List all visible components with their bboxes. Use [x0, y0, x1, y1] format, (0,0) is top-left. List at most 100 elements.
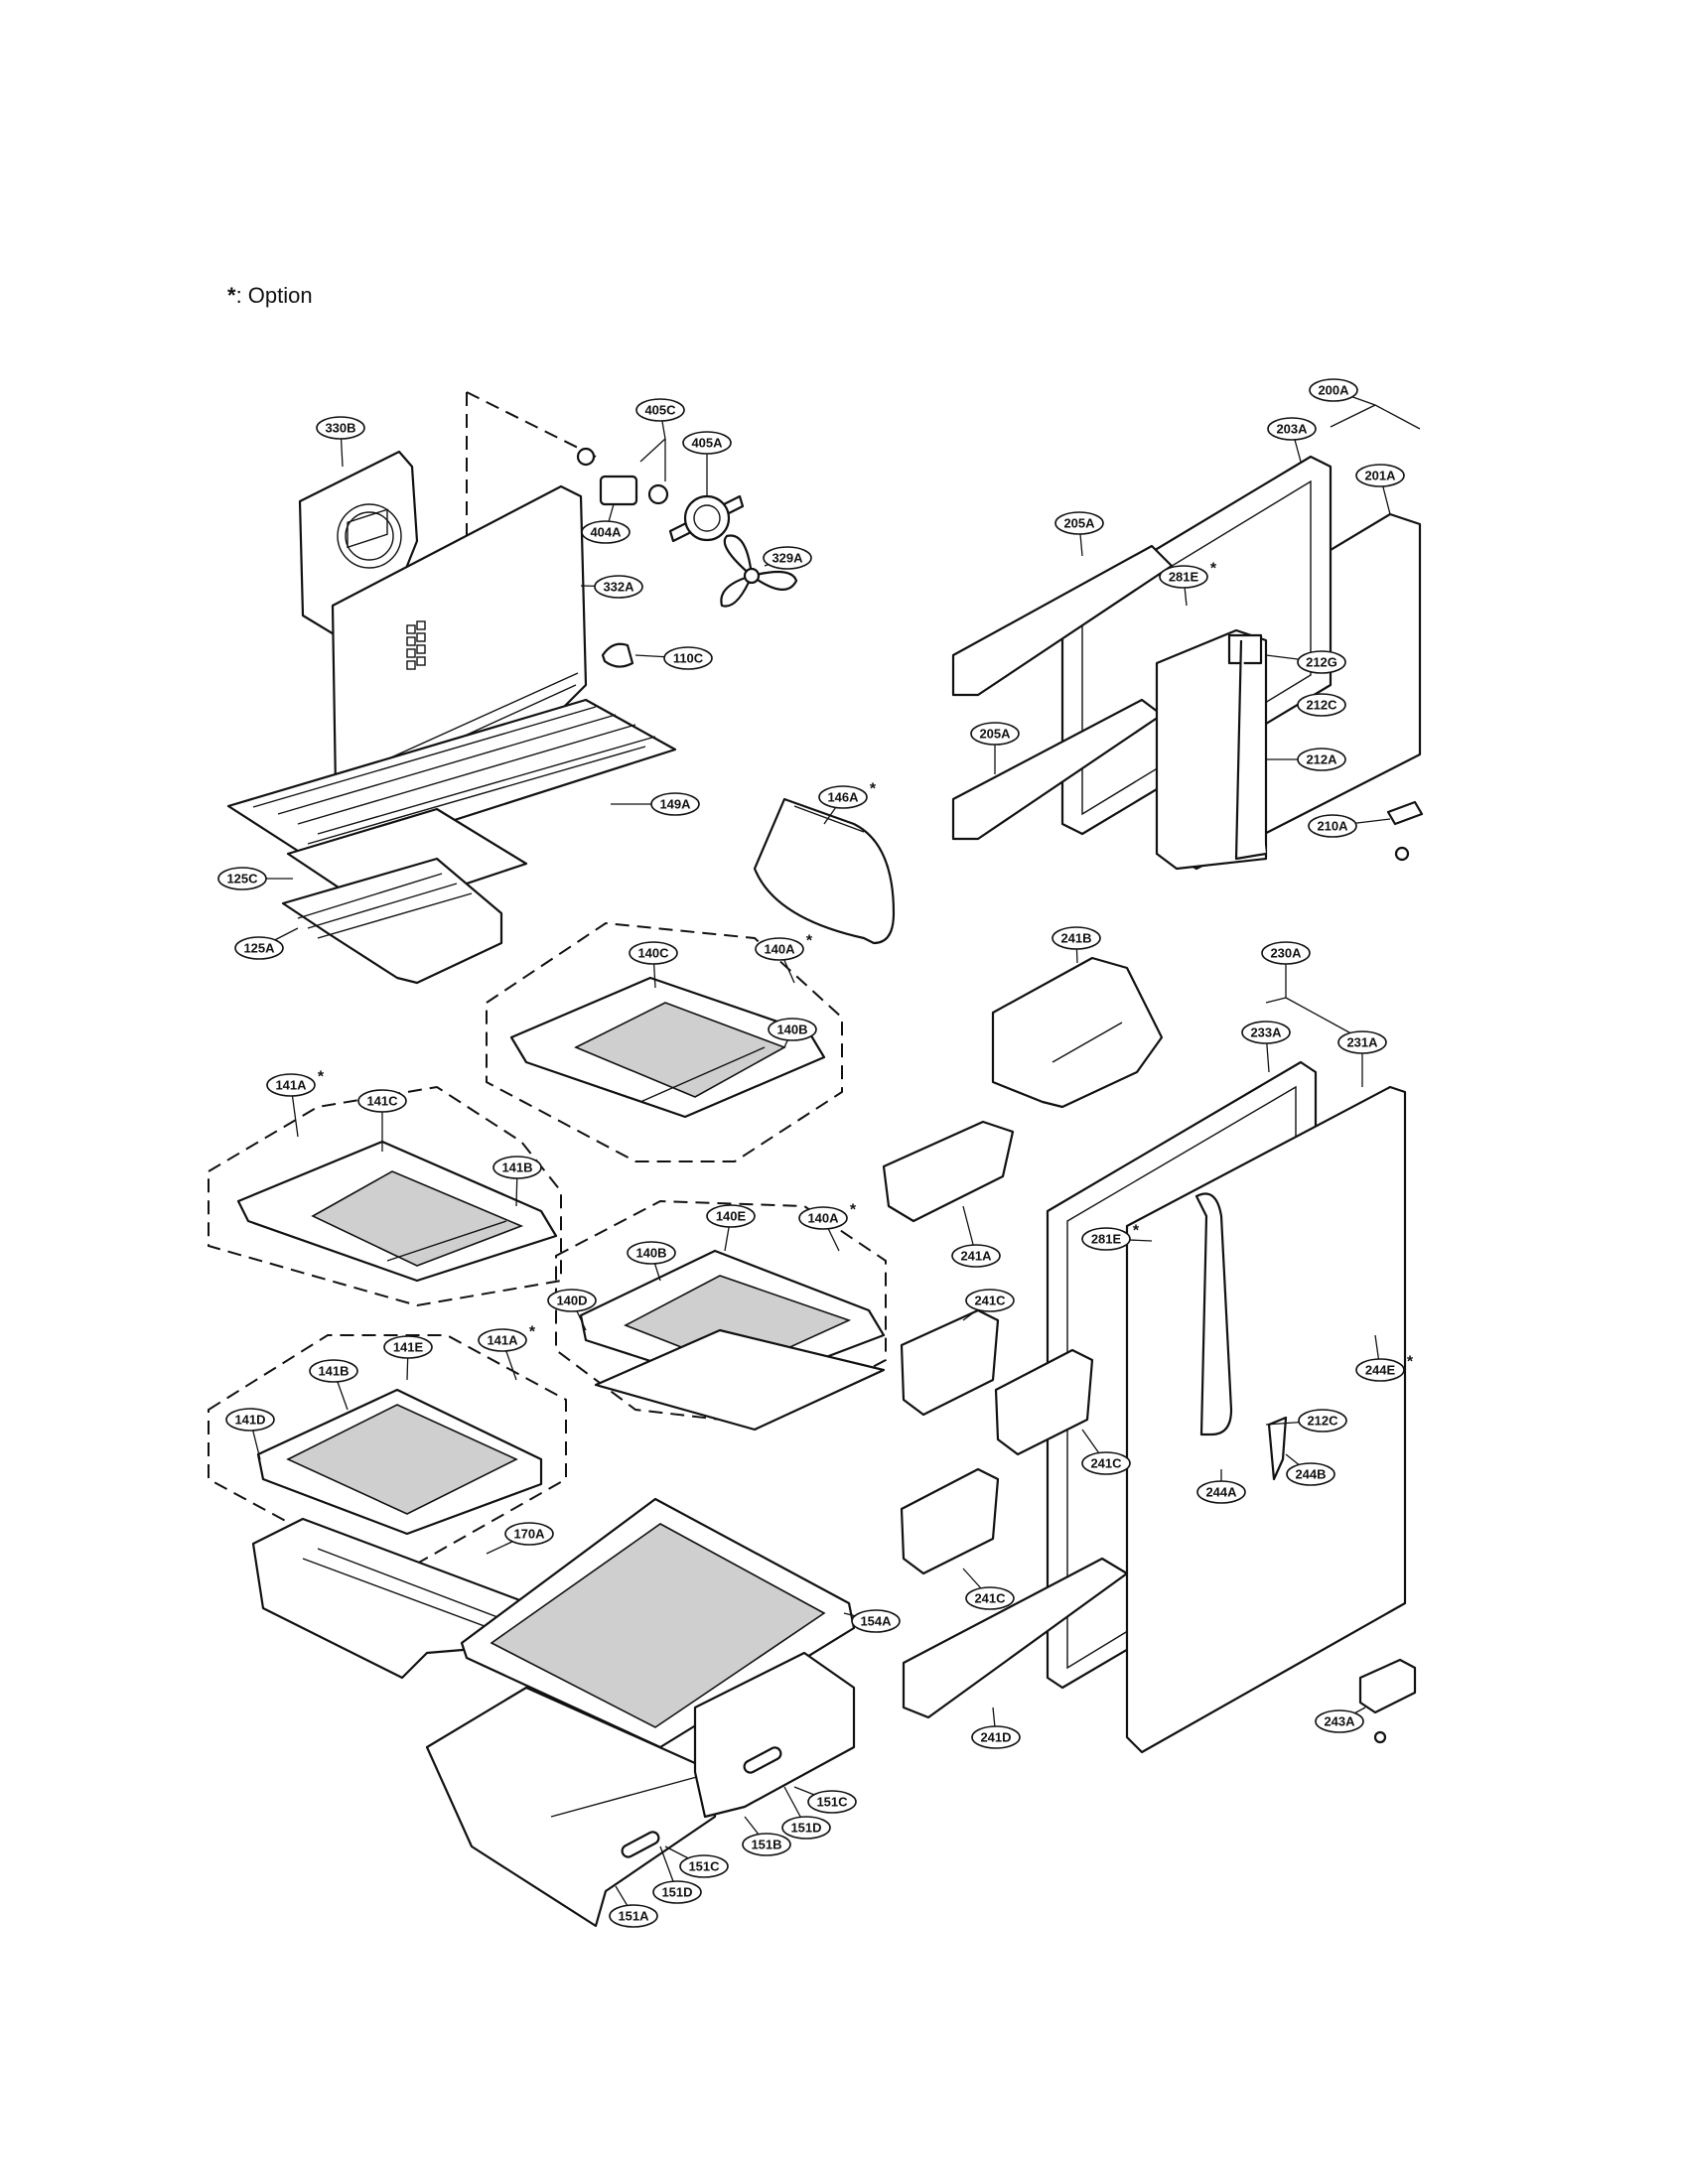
option-star: * [1210, 561, 1217, 578]
part-label-329a: 329A [763, 546, 812, 570]
door-bin-241a [882, 1120, 1015, 1223]
label-text: 125C [226, 872, 258, 887]
part-label-146a: 146A* [818, 781, 877, 809]
label-oval [478, 1328, 527, 1352]
label-text: 151D [661, 1885, 692, 1900]
part-label-230a: 230A [1261, 941, 1311, 965]
part-label-330b: 330B [316, 416, 365, 440]
label-oval [492, 1156, 542, 1179]
part-label-140d: 140D [547, 1289, 597, 1312]
label-oval [1159, 565, 1208, 589]
part-label-141e: 141E [383, 1335, 433, 1359]
option-star: * [806, 933, 813, 950]
dispenser-212a [1155, 628, 1268, 871]
part-label-281e_bot: 281E* [1081, 1223, 1140, 1251]
part-label-141a_top: 141A* [266, 1069, 325, 1097]
label-oval [581, 520, 631, 544]
label-text: 146A [827, 790, 859, 805]
part-label-212a: 212A [1297, 748, 1346, 771]
part-label-110c: 110C [663, 646, 713, 670]
label-text: 140A [764, 942, 795, 957]
group-bracket-405c [639, 438, 666, 481]
part-label-141b_top: 141B [492, 1156, 542, 1179]
label-text: 241B [1060, 931, 1091, 946]
part-label-125a: 125A [234, 936, 284, 960]
label-oval [965, 1289, 1015, 1312]
label-oval [629, 941, 678, 965]
part-label-151c_l: 151C [679, 1854, 729, 1878]
option-star: * [227, 283, 236, 308]
part-label-140b_mid: 140B [627, 1241, 676, 1265]
label-oval [547, 1289, 597, 1312]
label-oval [706, 1204, 756, 1228]
label-text: 151C [688, 1859, 720, 1874]
label-text: 404A [590, 525, 622, 540]
label-oval [217, 867, 267, 890]
part-label-141d: 141D [225, 1408, 275, 1432]
label-text: 332A [603, 580, 634, 595]
label-oval [807, 1790, 857, 1814]
label-text: 241C [974, 1591, 1006, 1606]
label-text: 151C [816, 1795, 848, 1810]
label-text: 244B [1295, 1467, 1326, 1482]
part-label-140c: 140C [629, 941, 678, 965]
label-oval [309, 1359, 358, 1383]
label-oval [851, 1609, 901, 1633]
label-oval [1309, 378, 1358, 402]
label-text: 231A [1346, 1035, 1378, 1050]
part-label-151c_r: 151C [807, 1790, 857, 1814]
label-oval [970, 722, 1020, 746]
label-oval [635, 398, 685, 422]
label-oval [1297, 693, 1346, 717]
label-oval [316, 416, 365, 440]
label-oval [357, 1089, 407, 1113]
label-text: 201A [1364, 469, 1396, 483]
label-oval [742, 1833, 791, 1856]
label-oval [1241, 1021, 1291, 1044]
option-legend: *: Option [227, 283, 313, 309]
label-oval [266, 1073, 316, 1097]
label-text: 140B [635, 1246, 666, 1261]
label-text: 244E [1365, 1363, 1396, 1378]
group-bracket-230a [1265, 997, 1359, 1038]
label-text: 241C [974, 1294, 1006, 1308]
shelf-group-140a-mid [555, 1199, 887, 1432]
dispenser-cover-244b [1267, 1416, 1288, 1481]
part-label-212g: 212G [1297, 650, 1346, 674]
part-label-241d: 241D [971, 1725, 1021, 1749]
label-text: 140B [776, 1023, 807, 1037]
part-label-244b: 244B [1286, 1462, 1335, 1486]
option-star: * [850, 1202, 857, 1219]
label-text: 200A [1318, 383, 1349, 398]
part-label-241c_c: 241C [965, 1586, 1015, 1610]
label-text: 281E [1091, 1232, 1122, 1247]
label-oval [650, 792, 700, 816]
damper-110c [601, 642, 634, 668]
label-text: 149A [659, 797, 691, 812]
label-text: 281E [1169, 570, 1199, 585]
label-oval [951, 1244, 1001, 1268]
label-text: 141C [366, 1094, 398, 1109]
label-oval [763, 546, 812, 570]
ice-bin-125a [281, 857, 503, 985]
label-oval [627, 1241, 676, 1265]
label-oval [1081, 1451, 1131, 1475]
label-oval [1081, 1227, 1131, 1251]
part-label-151a: 151A [609, 1904, 658, 1928]
label-oval [1315, 1709, 1364, 1733]
part-label-241c_a: 241C [965, 1289, 1015, 1312]
label-oval [1052, 926, 1101, 950]
part-label-141b_mid: 141B [309, 1359, 358, 1383]
label-text: 141A [275, 1078, 307, 1093]
wire-shelf-149a [226, 698, 677, 866]
part-label-244a: 244A [1196, 1480, 1246, 1504]
part-label-151b: 151B [742, 1833, 791, 1856]
label-text: 151B [751, 1838, 781, 1852]
part-label-140a_top: 140A * [755, 933, 813, 961]
label-oval [679, 1854, 729, 1878]
fan-motor-404a [576, 447, 669, 506]
label-text: 151D [790, 1821, 821, 1836]
label-text: 170A [513, 1527, 545, 1542]
label-oval [1297, 748, 1346, 771]
